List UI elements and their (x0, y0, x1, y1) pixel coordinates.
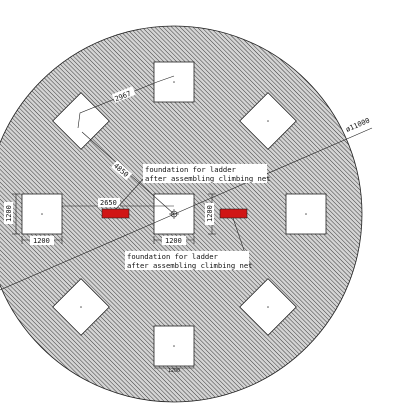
dim-label-horizontal: 2650 (100, 199, 117, 207)
annotation-bottom-line2: after assembling climbing net (127, 261, 253, 270)
ladder-foundation-left (101, 208, 130, 219)
dimension-labels: 2967 4850 2650 1200 1200 1200 1200 1200 (4, 86, 214, 374)
dim-label-pad-width-center: 1200 (165, 237, 182, 245)
annotation-top-line2: after assembling climbing net (145, 174, 271, 183)
dim-label-pad-height-center: 1200 (206, 205, 214, 222)
dim-label-pad-width-left: 1200 (33, 237, 50, 245)
dim-label-pad-height-left: 1200 (5, 205, 13, 222)
annotation-bottom-line1: foundation for ladder (127, 252, 219, 261)
ladder-foundation-right (219, 208, 248, 219)
diameter-label: ø11000 (345, 117, 371, 134)
pad-center-marks (41, 81, 307, 347)
diameter-line (0, 127, 373, 291)
dim-label-pad-width-bottom: 1200 (168, 368, 180, 374)
annotation-top-line1: foundation for ladder (145, 165, 237, 174)
